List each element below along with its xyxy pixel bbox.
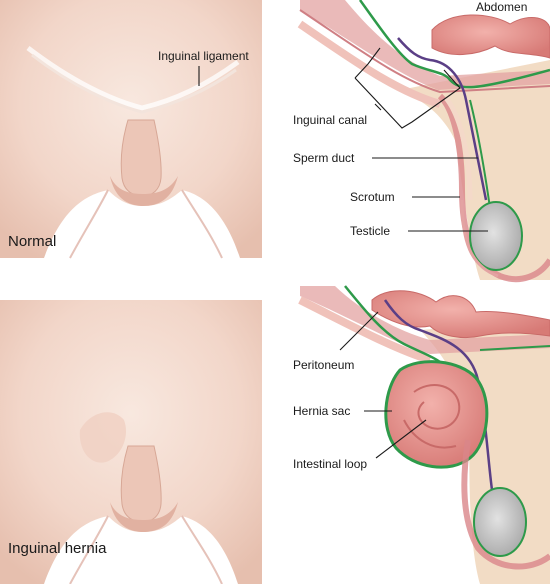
normal-cross-section bbox=[297, 0, 550, 283]
label-intestinal-loop: Intestinal loop bbox=[293, 457, 367, 471]
leader-inguinal-canal-bracket bbox=[354, 47, 461, 129]
label-inguinal-ligament: Inguinal ligament bbox=[158, 49, 249, 63]
leader-peritoneum bbox=[339, 311, 379, 351]
label-scrotum: Scrotum bbox=[350, 190, 395, 204]
caption-normal: Normal bbox=[8, 233, 56, 250]
label-peritoneum: Peritoneum bbox=[293, 358, 354, 372]
label-inguinal-canal: Inguinal canal bbox=[293, 113, 367, 127]
hernia-body-figure bbox=[0, 300, 262, 584]
label-sperm-duct: Sperm duct bbox=[293, 151, 355, 165]
normal-body-figure bbox=[0, 0, 262, 259]
label-testicle: Testicle bbox=[350, 224, 390, 238]
leader-intestinal-loop bbox=[375, 419, 427, 459]
label-abdomen: Abdomen bbox=[476, 0, 527, 14]
hernia-cross-section bbox=[298, 285, 550, 584]
caption-inguinal-hernia: Inguinal hernia bbox=[8, 540, 107, 557]
label-hernia-sac: Hernia sac bbox=[293, 404, 350, 418]
